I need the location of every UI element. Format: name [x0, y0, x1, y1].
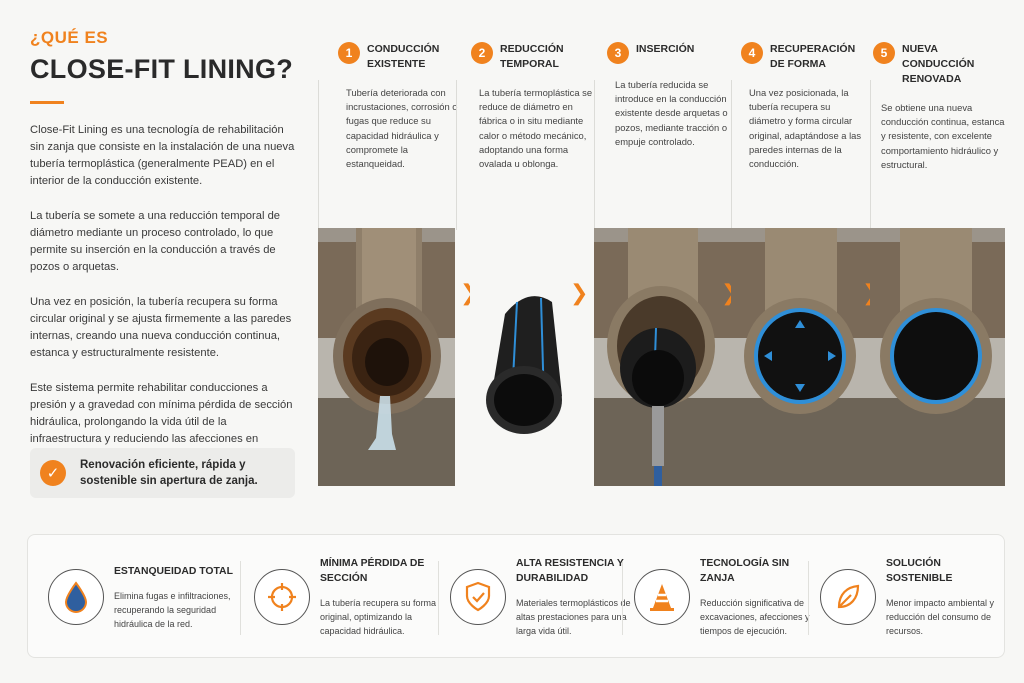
intro-paragraph-3: Una vez en posición, la tubería recupera… [30, 296, 292, 359]
callout-text: Renovación eficiente, rápida y sostenibl… [80, 459, 258, 487]
feature-title: ALTA RESISTENCIA Y DURABILIDAD [516, 558, 624, 584]
step-3: 3 INSERCIÓN La tubería reducida se introd… [607, 42, 732, 149]
feature-title: SOLUCIÓN SOSTENIBLE [886, 558, 953, 584]
target-icon [254, 569, 310, 625]
page-title: CLOSE-FIT LINING? [30, 54, 294, 84]
chevron-right-icon: ❯ [570, 280, 589, 305]
title-underline [30, 101, 64, 104]
feature-durability: ALTA RESISTENCIA Y DURABILIDAD Materiale… [450, 535, 640, 659]
step-1: 1 CONDUCCIÓN EXISTENTE Tubería deteriorad… [338, 42, 463, 171]
leaf-icon [820, 569, 876, 625]
feature-watertightness: ESTANQUEIDAD TOTAL Elimina fugas e infil… [48, 535, 238, 659]
shield-check-icon [450, 569, 506, 625]
intro-paragraph-1: Close-Fit Lining es una tecnología de re… [30, 124, 295, 187]
feature-title: TECNOLOGÍA SIN ZANJA [700, 558, 790, 584]
feature-sustainable: SOLUCIÓN SOSTENIBLE Menor impacto ambien… [820, 535, 1000, 659]
feature-description: Menor impacto ambiental y reducción del … [886, 598, 995, 636]
column-divider [456, 80, 457, 230]
step-description: La tubería reducida se introduce en la c… [615, 79, 728, 147]
feature-description: Elimina fugas e infiltraciones, recupera… [114, 590, 231, 629]
insertion-illustration [594, 228, 731, 486]
check-icon: ✓ [40, 460, 66, 486]
feature-description: La tubería recupera su forma original, o… [320, 598, 437, 636]
step-description: Se obtiene una nueva conducción continua… [881, 102, 1005, 170]
kicker-text: ¿QUÉ ES [30, 28, 109, 47]
column-divider [594, 80, 595, 230]
step-5: 5 NUEVA CONDUCCIÓN RENOVADA Se obtiene un… [873, 42, 1008, 172]
water-drop-icon [48, 569, 104, 625]
feature-divider [622, 561, 623, 635]
feature-description: Reducción significativa de excavaciones,… [700, 598, 810, 636]
step-title: REDUCCIÓN TEMPORAL [500, 43, 564, 70]
step-number-badge: 5 [873, 42, 895, 64]
shape-recovery-illustration [731, 228, 870, 486]
callout-box: ✓ Renovación eficiente, rápida y sosteni… [30, 448, 295, 498]
step-2: 2 REDUCCIÓN TEMPORAL La tubería termoplás… [471, 42, 596, 171]
step-number-badge: 4 [741, 42, 763, 64]
step-description: Tubería deteriorada con incrustaciones, … [346, 87, 458, 170]
step-number-badge: 1 [338, 42, 360, 64]
column-divider [870, 80, 871, 230]
step-description: Una vez posicionada, la tubería recupera… [749, 87, 862, 170]
renewed-pipe-illustration [870, 228, 1005, 486]
feature-title: ESTANQUEIDAD TOTAL [114, 565, 233, 577]
step-title: RECUPERACIÓN DE FORMA [770, 43, 856, 70]
column-divider [731, 80, 732, 230]
column-divider [318, 80, 319, 230]
step-number-badge: 3 [607, 42, 629, 64]
feature-trenchless: TECNOLOGÍA SIN ZANJA Reducción significa… [634, 535, 824, 659]
intro-paragraph-2: La tubería se somete a una reducción tem… [30, 210, 281, 273]
feature-min-section-loss: MÍNIMA PÉRDIDA DE SECCIÓN La tubería rec… [254, 535, 444, 659]
traffic-cone-icon [634, 569, 690, 625]
feature-description: Materiales termoplásticos de altas prest… [516, 598, 631, 636]
features-bar: ESTANQUEIDAD TOTAL Elimina fugas e infil… [27, 534, 1005, 658]
feature-title: MÍNIMA PÉRDIDA DE SECCIÓN [320, 558, 425, 584]
step-title: NUEVA CONDUCCIÓN RENOVADA [902, 43, 975, 85]
step-title: CONDUCCIÓN EXISTENTE [367, 43, 440, 70]
feature-divider [240, 561, 241, 635]
intro-column: ¿QUÉ ES CLOSE-FIT LINING? Close-Fit Lini… [30, 28, 300, 465]
feature-divider [808, 561, 809, 635]
intro-paragraph-4: Este sistema permite rehabilitar conducc… [30, 382, 293, 462]
step-description: La tubería termoplástica se reduce de di… [479, 87, 593, 170]
existing-pipe-illustration [318, 228, 455, 486]
feature-divider [438, 561, 439, 635]
reduced-pipe-illustration [470, 228, 592, 486]
step-number-badge: 2 [471, 42, 493, 64]
step-title: INSERCIÓN [636, 43, 695, 55]
step-4: 4 RECUPERACIÓN DE FORMA Una vez posiciona… [741, 42, 866, 171]
